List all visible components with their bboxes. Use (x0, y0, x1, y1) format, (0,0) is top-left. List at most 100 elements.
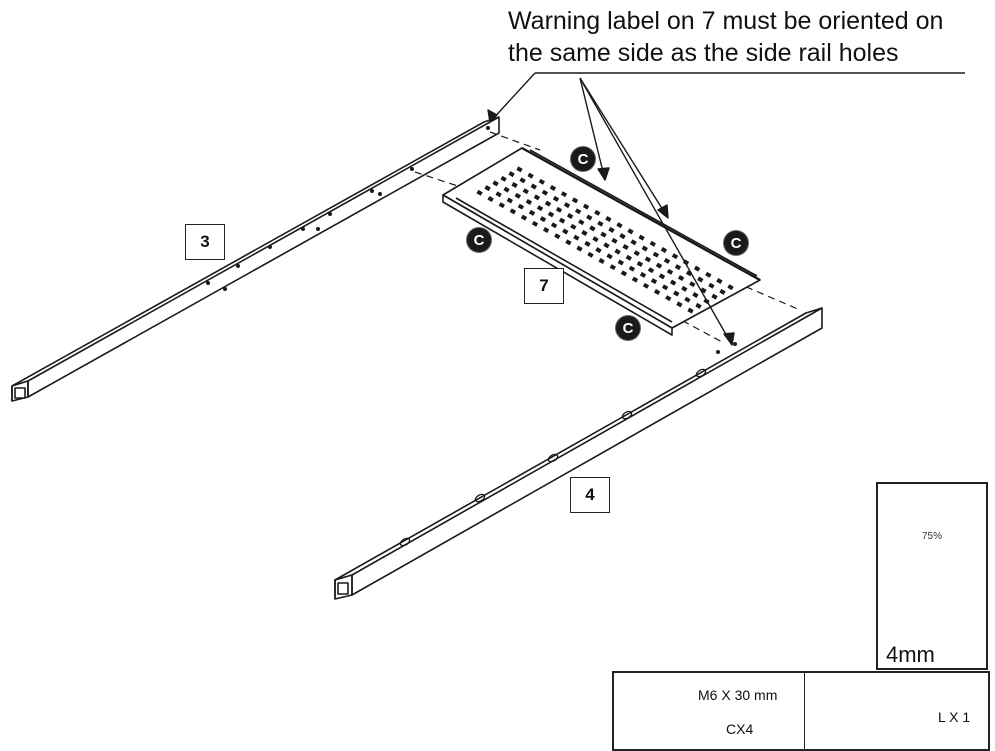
part-label-3: 3 (185, 224, 225, 260)
fastener-c-badge: C (616, 316, 640, 340)
shelf-perforation (606, 253, 613, 260)
shelf-perforation (492, 180, 499, 187)
hex-key-cell: L X 1 (805, 673, 988, 749)
shelf-perforation (705, 271, 712, 278)
shelf-perforation (647, 267, 655, 274)
shelf-perforation (586, 214, 593, 221)
shelf-perforation (565, 239, 572, 246)
tool-info-box: 75% 4mm (876, 482, 988, 670)
shelf-perforation (509, 208, 517, 215)
shelf-perforation (665, 295, 672, 302)
shelf-perforation (638, 234, 645, 241)
shelf-perforation (503, 186, 510, 193)
shelf-perforation (673, 290, 680, 297)
shelf-perforation (542, 227, 550, 233)
shelf-perforation (708, 282, 715, 289)
shelf-perforation (622, 244, 629, 250)
shelf-perforation (617, 259, 624, 266)
shelf-perforation (528, 209, 536, 216)
shelf-perforation (625, 254, 632, 261)
bolt-spec: M6 X 30 mm (698, 687, 778, 703)
warning-text-line-2: the same side as the side rail holes (508, 39, 899, 67)
shelf-perforation (603, 242, 610, 249)
shelf-perforation (587, 251, 594, 258)
shelf-perforation (592, 236, 599, 243)
shelf-perforation (692, 292, 699, 298)
shelf-perforation (674, 264, 682, 271)
shelf-perforation (716, 278, 723, 284)
rail-3 (11, 116, 500, 402)
shelf-perforation (631, 276, 639, 283)
shelf-perforation (563, 202, 571, 209)
shelf-perforation (598, 258, 605, 264)
shelf-perforation (663, 257, 671, 264)
shelf-perforation (484, 185, 491, 192)
shelf-perforation (695, 302, 702, 309)
shelf-perforation (636, 261, 644, 267)
shelf-perforation (573, 234, 580, 241)
shelf-perforation (495, 191, 502, 198)
shelf-perforation (527, 172, 534, 179)
shelf-perforation (576, 245, 583, 252)
shelf-perforation (519, 177, 526, 184)
shelf-perforation (669, 279, 677, 286)
hex-key-quantity: L X 1 (938, 709, 971, 725)
shelf-perforation (616, 222, 623, 229)
fastener-c-badge: C (571, 147, 595, 171)
shelf-perforation (544, 200, 552, 207)
shelf-perforation (605, 216, 612, 222)
shelf-perforation (584, 240, 591, 247)
shelf-perforation (533, 194, 541, 201)
shelf-perforation (633, 250, 640, 257)
shelf-perforation (630, 239, 637, 246)
shelf-perforation (530, 183, 537, 190)
shelf-perforation (609, 264, 616, 271)
shelf-perforation (538, 178, 545, 185)
shelf-perforation (684, 296, 691, 303)
shelf-perforation (658, 273, 666, 280)
shelf-perforation (693, 265, 701, 272)
shelf-perforation (558, 217, 566, 224)
shelf-perforation (644, 256, 652, 263)
shelf-perforation (620, 270, 628, 277)
shelf-perforation (642, 282, 650, 289)
shelf-perforation (685, 270, 693, 277)
shelf-perforation (554, 233, 561, 240)
shelf-perforation (536, 205, 544, 212)
shelf-perforation (628, 265, 636, 272)
shelf-perforation (689, 281, 696, 288)
shelf-perforation (619, 233, 626, 240)
shelf-perforation (677, 275, 685, 281)
shelf-perforation (627, 228, 634, 235)
shelf-perforation (660, 247, 668, 253)
shelf-perforation (520, 214, 528, 221)
shelf-perforation (525, 199, 533, 205)
shelf-perforation (661, 284, 669, 291)
shelf-perforation (639, 271, 647, 278)
shelf-perforation (476, 189, 483, 196)
shelf-perforation (650, 278, 658, 285)
shelf-perforation (514, 192, 521, 199)
shelf-perforation (517, 203, 525, 210)
shelf-perforation (608, 226, 615, 233)
rail-4 (334, 307, 823, 600)
shelf-perforation (516, 166, 523, 173)
shelf-perforation (614, 248, 621, 255)
shelf-perforation (547, 211, 555, 218)
shelf-perforation (487, 196, 494, 202)
shelf-perforation (641, 245, 648, 252)
shelf-perforation (611, 237, 618, 244)
shelf-perforation (652, 251, 660, 258)
fastener-c-badge: C (467, 228, 491, 252)
shelf-perforation (578, 219, 585, 226)
shelf-perforation (566, 213, 574, 219)
shelf-perforation (594, 209, 601, 216)
shelf-perforation (508, 171, 515, 178)
shelf-perforation (574, 208, 582, 215)
shelf-perforation (500, 175, 507, 182)
shelf-perforation (571, 197, 579, 204)
shelf-perforation (697, 276, 704, 283)
warning-text-line-1: Warning label on 7 must be oriented on (508, 7, 944, 35)
shelf-perforation (498, 202, 505, 209)
